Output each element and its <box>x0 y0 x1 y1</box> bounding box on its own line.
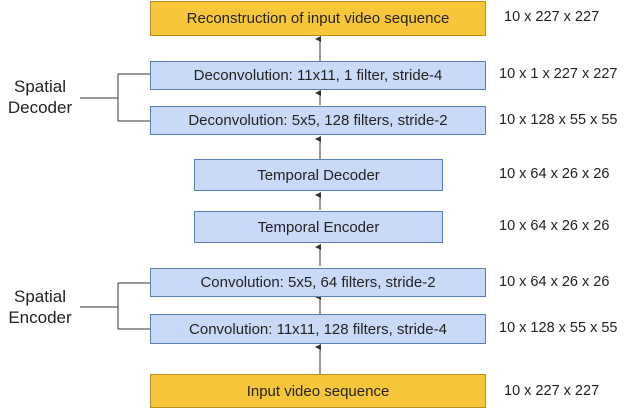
temporal-decoder-box: Temporal Decoder <box>194 159 443 191</box>
output-dims: 10 x 227 x 227 <box>504 9 600 25</box>
conv1-box: Convolution: 11x11, 128 filters, stride-… <box>150 314 486 344</box>
spatial-decoder-label: Spatial Decoder <box>0 76 80 118</box>
temporal-encoder-box: Temporal Encoder <box>194 211 443 243</box>
deconv1-label: Deconvolution: 11x11, 1 filter, stride-4 <box>193 67 443 84</box>
conv1-dims: 10 x 128 x 55 x 55 <box>499 320 618 336</box>
output-box: Reconstruction of input video sequence <box>150 1 486 36</box>
deconv1-dims: 10 x 1 x 227 x 227 <box>499 66 618 82</box>
decoder-line2: Decoder <box>7 98 73 117</box>
conv2-box: Convolution: 5x5, 64 filters, stride-2 <box>150 268 486 297</box>
conv1-label: Convolution: 11x11, 128 filters, stride-… <box>189 320 447 338</box>
deconv2-box: Deconvolution: 5x5, 128 filters, stride-… <box>150 106 486 135</box>
encoder-line2: Encoder <box>8 308 72 327</box>
conv2-label: Convolution: 5x5, 64 filters, stride-2 <box>200 274 436 291</box>
conv2-dims: 10 x 64 x 26 x 26 <box>499 274 610 290</box>
decoder-line1: Spatial <box>14 77 66 96</box>
encoder-line1: Spatial <box>14 287 66 306</box>
output-label: Reconstruction of input video sequence <box>186 10 450 27</box>
spatial-encoder-label: Spatial Encoder <box>0 286 80 328</box>
temporal-encoder-label: Temporal Encoder <box>257 218 380 236</box>
deconv2-dims: 10 x 128 x 55 x 55 <box>499 112 618 128</box>
deconv2-label: Deconvolution: 5x5, 128 filters, stride-… <box>188 112 448 129</box>
input-dims: 10 x 227 x 227 <box>504 383 600 399</box>
temporal-decoder-dims: 10 x 64 x 26 x 26 <box>499 166 610 182</box>
input-box: Input video sequence <box>150 374 486 408</box>
input-label: Input video sequence <box>246 382 390 400</box>
deconv1-box: Deconvolution: 11x11, 1 filter, stride-4 <box>150 61 486 90</box>
temporal-encoder-dims: 10 x 64 x 26 x 26 <box>499 218 610 234</box>
temporal-decoder-label: Temporal Decoder <box>257 166 380 184</box>
